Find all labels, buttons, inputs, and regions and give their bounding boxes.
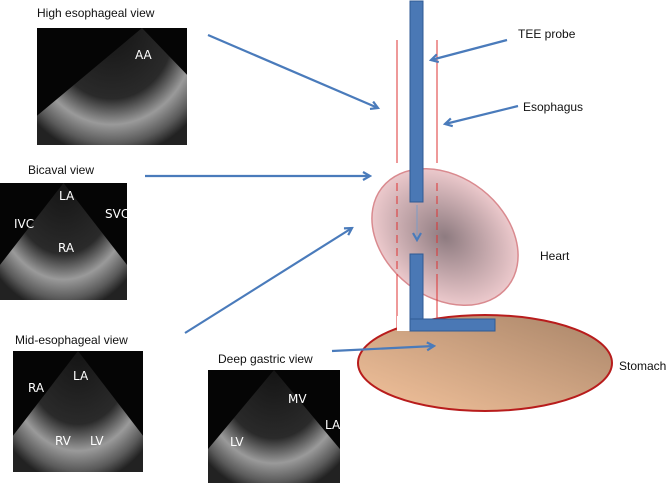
echo-sector [208,370,340,483]
label-ivc: IVC [14,217,35,231]
bicaval-title: Bicaval view [28,163,95,177]
stomach-label: Stomach [619,359,667,373]
deep-gastric-title: Deep gastric view [218,352,313,366]
label-la: LA [73,369,89,383]
mid-esophageal-title: Mid-esophageal view [15,333,128,347]
label-lv: LV [230,435,244,449]
label-mv: MV [288,392,307,406]
deep-gastric-echo-image: MV LV LA [208,370,340,483]
tee-probe [409,0,496,332]
esophagus-label: Esophagus [523,100,584,114]
pointer-arrows [145,33,519,353]
label-la: LA [59,189,75,203]
label-ra: RA [58,241,75,255]
echo-sector [37,28,187,145]
heart-shape [371,167,519,307]
label-rv: RV [55,434,71,448]
high-esophageal-title: High esophageal view [37,6,155,20]
bicaval-echo-image: LA IVC SVC RA [0,183,127,300]
label-lv: LV [90,434,104,448]
label-aa: AA [135,48,152,62]
high-esophageal-echo-image: AA [37,28,187,145]
mid-esophageal-echo-image: LA RA RV LV [13,351,143,472]
tee-probe-label: TEE probe [518,27,576,41]
heart-label: Heart [540,249,570,263]
label-ra: RA [28,381,45,395]
label-la: LA [325,418,340,432]
label-svc: SVC [105,207,127,221]
stomach-shape [357,314,613,412]
